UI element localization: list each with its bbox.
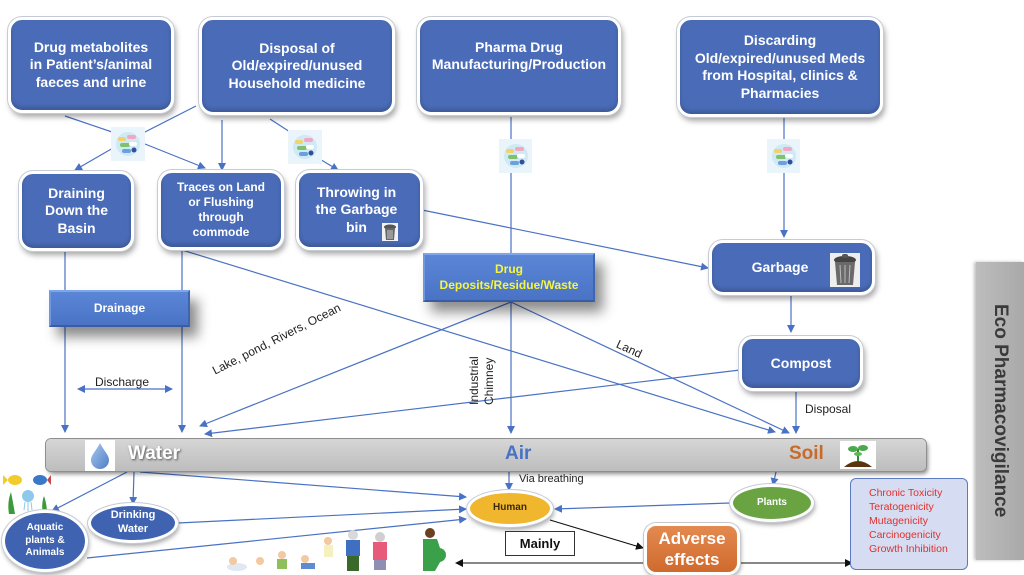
pills-icon (111, 127, 145, 161)
route-label: Draining Down the Basin (45, 184, 108, 236)
route-label: Throwing in the Garbage bin (315, 183, 398, 235)
compost-node: Compost (739, 336, 863, 391)
human-node: Human (467, 490, 553, 527)
environment-bar (46, 439, 926, 471)
chimney-line1: Industrial (467, 356, 481, 405)
human-label: Human (493, 502, 527, 514)
effects-scroll: Chronic Toxicity Teratogenicity Mutageni… (850, 478, 968, 570)
aquatic-plants-animals: Aquatic plants & Animals (2, 510, 88, 572)
fish-icon (3, 472, 51, 516)
effect-item: Chronic Toxicity (869, 487, 943, 499)
effect-item: Growth Inhibition (869, 543, 948, 555)
source-drug-metabolites: Drug metabolites in Patient’s/animal fae… (8, 17, 174, 113)
diagram-title: Eco Pharmacovigilance (990, 304, 1011, 518)
source-label: Pharma Drug Manufacturing/Production (431, 38, 607, 73)
deposits-label-line2: Deposits/Residue/Waste (439, 277, 579, 292)
air-label: Air (505, 443, 532, 464)
edge (177, 505, 467, 524)
aquatic-label: Aquatic plants & Animals (25, 522, 65, 559)
eco-pharmacovigilance-sidebar: Eco Pharmacovigilance (976, 262, 1024, 560)
route-garbage-bin: Throwing in the Garbage bin (296, 170, 423, 250)
route-draining-basin: Draining Down the Basin (19, 171, 134, 251)
source-hospital-discard: Discarding Old/expired/unused Meds from … (677, 17, 883, 117)
route-label: Traces on Land or Flushing through commo… (176, 180, 266, 239)
route-flushing-commode: Traces on Land or Flushing through commo… (158, 170, 284, 250)
edge (129, 471, 138, 505)
compost-label: Compost (770, 354, 832, 371)
drinking-label: Drinking Water (110, 509, 156, 535)
seedling-icon (840, 441, 876, 469)
pills-icon (767, 139, 800, 173)
garbage-label: Garbage (751, 258, 809, 275)
disposal-label: Disposal (805, 402, 852, 416)
soil-label: Soil (789, 443, 824, 464)
edge (144, 143, 206, 170)
plants-label: Plants (756, 496, 787, 508)
discharge-label: Discharge (95, 375, 150, 389)
effect-item: Teratogenicity (869, 501, 934, 513)
land-label: Land (614, 337, 645, 361)
edge (139, 471, 467, 501)
water-drop-icon (85, 440, 115, 471)
edge (269, 118, 291, 133)
water-label: Water (128, 443, 181, 464)
via-breathing-label: Via breathing (519, 473, 584, 485)
adverse-effects-node: Adverse effects (644, 523, 740, 575)
people-icon (225, 527, 455, 573)
effect-item: Carcinogenicity (869, 529, 941, 541)
pills-icon (288, 130, 322, 164)
plants-node: Plants (730, 484, 814, 522)
lake-pond-rivers-label: Lake, pond, Rivers, Ocean (210, 300, 343, 378)
drainage-label: Drainage (93, 300, 146, 315)
adverse-line1: Adverse (658, 528, 726, 548)
trash-can-icon (382, 223, 398, 241)
source-label: Discarding Old/expired/unused Meds from … (694, 32, 866, 101)
chimney-line2: Chimney (482, 357, 496, 405)
drainage-node: Drainage (49, 290, 190, 327)
mainly-label-box: Mainly (505, 531, 575, 556)
source-pharma-manufacturing: Pharma Drug Manufacturing/Production (417, 17, 621, 115)
source-label: Drug metabolites in Patient’s/animal fae… (29, 38, 153, 90)
source-label: Disposal of Old/expired/unused Household… (228, 39, 366, 91)
adverse-line2: effects (664, 550, 720, 569)
trash-can-icon (830, 253, 860, 287)
drug-deposits-node: Drug Deposits/Residue/Waste (423, 253, 595, 302)
edge (74, 147, 114, 171)
source-household-disposal: Disposal of Old/expired/unused Household… (199, 17, 395, 115)
effect-item: Mutagenicity (869, 515, 928, 527)
edge (554, 502, 731, 513)
garbage-node: Garbage (709, 240, 875, 295)
edge (64, 115, 116, 134)
deposits-label-line1: Drug (495, 261, 523, 276)
industrial-chimney-label: Industrial Chimney (467, 356, 497, 405)
mainly-label: Mainly (519, 536, 561, 551)
drinking-water: Drinking Water (88, 503, 178, 543)
edge (199, 301, 512, 428)
pills-icon (499, 139, 532, 173)
